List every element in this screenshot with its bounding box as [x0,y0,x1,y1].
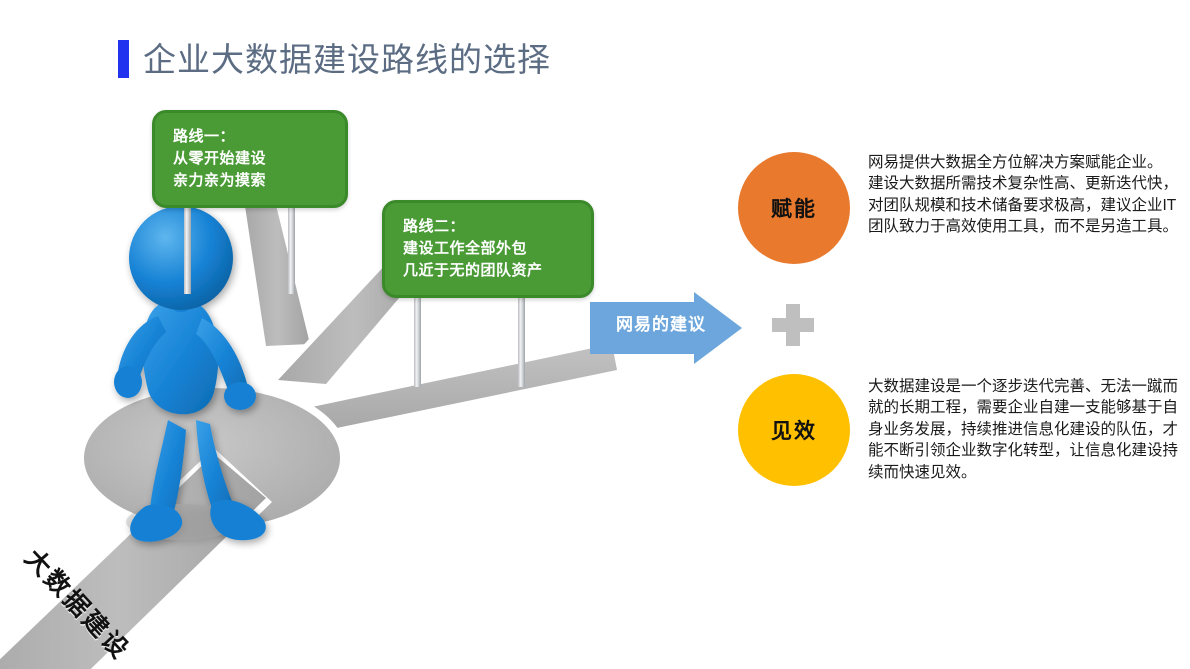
empower-circle-label: 赋能 [771,198,817,221]
route-one-sign: 路线一： 从零开始建设 亲力亲为摸索 [152,110,348,209]
route-one-line2: 从零开始建设 [173,149,267,167]
road-illustration [0,90,620,669]
empower-circle: 赋能 [738,152,850,264]
results-paragraph-1: 大数据建设是一个逐步迭代完善、无法一蹴而就的长期工程，需要企业自建一支能够基于自… [868,378,1179,481]
road-branch-upper-left [238,198,316,348]
suggestion-arrow-label: 网易的建议 [616,315,706,334]
blue-person-figure [114,206,266,542]
empower-paragraph-2: 建设大数据所需技术复杂性高、更新迭代快，对团队规模和技术储备要求极高，建议企业I… [868,175,1179,236]
sign-post-left-1 [184,196,191,294]
results-description: 大数据建设是一个逐步迭代完善、无法一蹴而就的长期工程，需要企业自建一支能够基于自… [868,376,1182,483]
title-label: 企业大数据建设路线的选择 [143,40,551,78]
results-circle: 见效 [738,374,850,486]
route-two-sign: 路线二： 建设工作全部外包 几近于无的团队资产 [382,200,594,299]
road-branch-right [282,338,620,442]
sign-post-right-2 [518,283,525,387]
route-two-heading: 路线二： [403,218,466,235]
route-two-line3: 几近于无的团队资产 [403,261,543,279]
route-one-heading: 路线一： [173,128,236,145]
title-accent-bar [118,40,129,78]
plus-icon [772,304,814,346]
route-two-line2: 建设工作全部外包 [403,239,528,257]
empower-description: 网易提供大数据全方位解决方案赋能企业。 建设大数据所需技术复杂性高、更新迭代快，… [868,152,1182,238]
sign-post-left-2 [414,283,421,387]
page-title: 企业大数据建设路线的选择 [118,40,551,78]
results-circle-label: 见效 [771,420,817,443]
empower-paragraph-1: 网易提供大数据全方位解决方案赋能企业。 [868,154,1163,171]
suggestion-arrow [590,292,742,364]
route-one-line3: 亲力亲为摸索 [173,171,267,189]
sign-post-right-1 [288,196,295,294]
